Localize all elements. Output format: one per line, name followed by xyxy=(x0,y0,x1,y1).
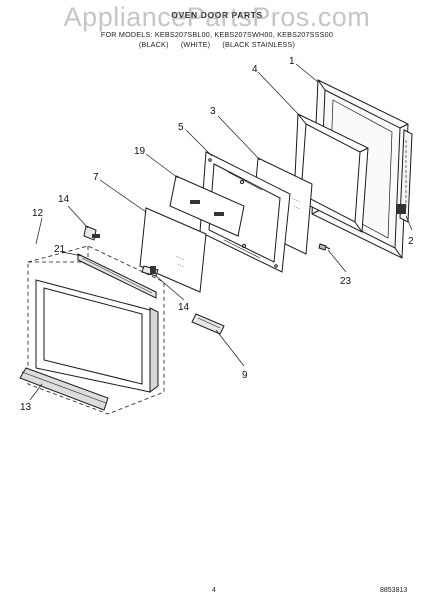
callout-23: 23 xyxy=(340,276,352,287)
callout-14-lower: 14 xyxy=(178,302,190,313)
part-14-clip-upper xyxy=(83,225,100,241)
part-19-insulation xyxy=(169,175,245,237)
callout-5: 5 xyxy=(178,122,184,133)
callout-3: 3 xyxy=(210,106,216,117)
part-21-top-trim xyxy=(77,253,157,299)
part-4-window-frame xyxy=(293,113,369,233)
callout-14-upper: 14 xyxy=(58,194,70,205)
model-numbers: FOR MODELS: KEBS207SBL00, KEBS207SWH00, … xyxy=(100,30,334,39)
color-variants: (BLACK) (WHITE) (BLACK STAINLESS) xyxy=(0,40,434,49)
part-9-bracket xyxy=(191,313,225,335)
callout-21: 21 xyxy=(54,244,66,255)
leader-lines xyxy=(29,63,413,401)
color-white: (WHITE) xyxy=(180,40,211,49)
callout-13: 13 xyxy=(20,402,32,413)
assembly-side-trim xyxy=(149,307,159,393)
callout-7: 7 xyxy=(93,172,99,183)
callout-9: 9 xyxy=(242,370,248,381)
diagram-title: OVEN DOOR PARTS xyxy=(171,10,263,20)
color-black: (BLACK) xyxy=(138,40,169,49)
callout-12: 12 xyxy=(32,208,44,219)
callout-2: 2 xyxy=(408,236,414,247)
callout-1: 1 xyxy=(289,56,295,67)
callout-4: 4 xyxy=(252,64,258,75)
part-12-door-assembly xyxy=(27,245,165,415)
document-code: 8853813 xyxy=(380,587,408,594)
part-23-screw xyxy=(318,243,331,251)
page-number: 4 xyxy=(212,587,216,594)
outer-glass-panel xyxy=(35,279,151,393)
part-2-side-trim xyxy=(396,129,413,223)
callout-19: 19 xyxy=(134,146,146,157)
watermark-logo: AppliancePartsPros.com xyxy=(63,2,371,32)
part-13-door-handle xyxy=(19,367,109,411)
part-7-middle-glass xyxy=(139,207,207,293)
part-14-clip-lower xyxy=(141,265,159,277)
color-black-stainless: (BLACK STAINLESS) xyxy=(222,40,296,49)
